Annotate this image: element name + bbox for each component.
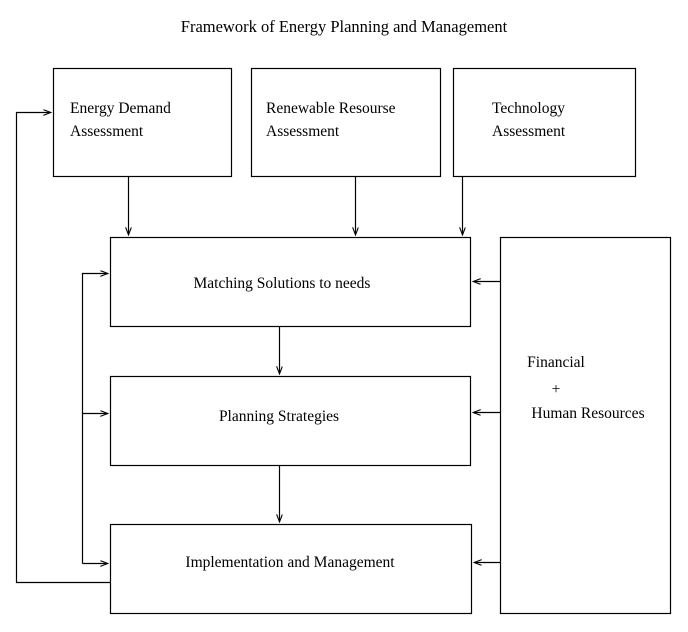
box-outline: [109, 236, 472, 328]
box-label-line1: Implementation and Management: [185, 554, 395, 571]
box-planning-strategies[interactable]: Planning Strategies: [109, 375, 472, 467]
box-outline: [452, 67, 637, 178]
box-label-line1: Planning Strategies: [219, 408, 339, 425]
box-label-line1: Matching Solutions to needs: [194, 275, 371, 292]
box-label-line1: Energy Demand: [70, 100, 171, 117]
box-outline: [109, 375, 472, 467]
feedback-inner-to-matching: [81, 274, 108, 564]
box-energy-demand-assessment[interactable]: Energy Demand Assessment: [52, 67, 233, 178]
page-title: Framework of Energy Planning and Managem…: [181, 17, 508, 36]
box-label-line1: Renewable Resourse: [266, 100, 396, 117]
box-label-line2: +: [552, 381, 561, 398]
box-label-line1: Financial: [527, 354, 585, 371]
box-technology-assessment[interactable]: Technology Assessment: [452, 67, 637, 178]
box-label-line1: Technology: [492, 100, 565, 117]
box-label-line2: Assessment: [70, 123, 144, 140]
box-outline: [499, 236, 672, 615]
box-label-line3: Human Resources: [531, 405, 644, 422]
box-label-line2: Assessment: [266, 123, 340, 140]
box-outline: [109, 523, 473, 615]
box-matching-solutions-to-needs[interactable]: Matching Solutions to needs: [109, 236, 472, 328]
box-renewable-resource-assessment[interactable]: Renewable Resourse Assessment: [250, 67, 442, 178]
box-implementation-and-management[interactable]: Implementation and Management: [109, 523, 473, 615]
feedback-outer-to-energy-demand: [15, 113, 111, 584]
box-financial-human-resources[interactable]: Financial + Human Resources: [499, 236, 672, 615]
box-label-line2: Assessment: [492, 123, 566, 140]
box-outline: [52, 67, 233, 178]
box-outline: [250, 67, 442, 178]
